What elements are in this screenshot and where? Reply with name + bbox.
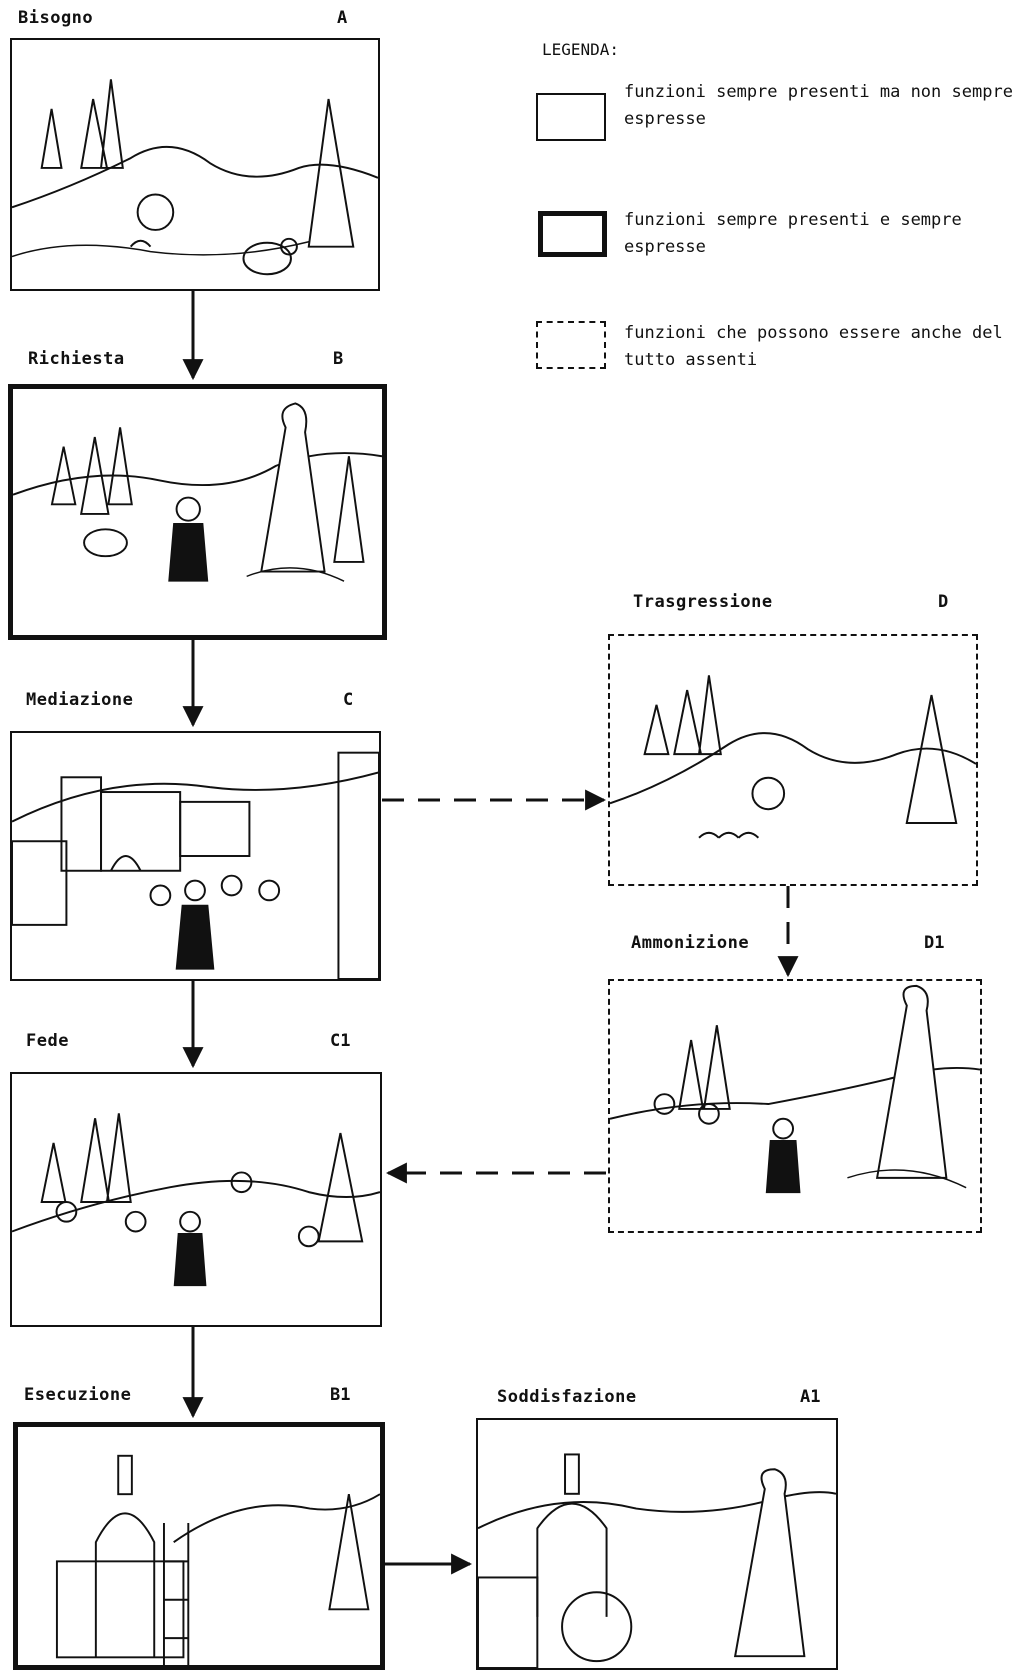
legend-box-normal <box>536 93 606 141</box>
illustration-admonition <box>610 984 980 1194</box>
label-trasgressione: Trasgressione <box>633 592 773 612</box>
legend-box-bold <box>538 211 607 257</box>
panel-richiesta <box>8 384 387 640</box>
code-bisogno: A <box>337 8 348 28</box>
label-ammonizione: Ammonizione <box>631 933 750 953</box>
illustration-church-construction <box>55 1454 380 1665</box>
panel-fede <box>10 1072 382 1327</box>
code-trasgressione: D <box>938 592 949 612</box>
illustration-kneeling-crowd <box>12 1113 380 1287</box>
panel-soddisfazione <box>476 1418 838 1670</box>
code-soddisfazione: A1 <box>800 1387 821 1407</box>
legend-text-dashed: funzioni che possono essere anche del tu… <box>624 323 1003 370</box>
code-ammonizione: D1 <box>924 933 945 953</box>
panel-esecuzione <box>13 1422 385 1670</box>
legend-title: LEGENDA: <box>542 40 620 59</box>
legend-text-bold: funzioni sempre presenti e sempre espres… <box>624 210 962 257</box>
legend-text-normal: funzioni sempre presenti ma non sempre e… <box>624 82 1013 129</box>
panel-trasgressione <box>608 634 978 886</box>
label-richiesta: Richiesta <box>28 349 125 369</box>
label-bisogno: Bisogno <box>18 8 94 28</box>
label-fede: Fede <box>26 1031 69 1051</box>
illustration-village-people <box>12 751 379 979</box>
illustration-completed-church <box>478 1453 836 1668</box>
code-richiesta: B <box>333 349 344 369</box>
illustration-apparition <box>13 402 382 582</box>
illustration-landscape-cow <box>12 79 378 276</box>
legend-box-dashed <box>536 321 606 369</box>
code-mediazione: C <box>343 690 354 710</box>
code-esecuzione: B1 <box>330 1385 351 1405</box>
panel-bisogno <box>10 38 380 291</box>
label-soddisfazione: Soddisfazione <box>497 1387 637 1407</box>
panel-ammonizione <box>608 979 982 1233</box>
label-esecuzione: Esecuzione <box>24 1385 132 1405</box>
illustration-empty-landscape <box>610 675 976 839</box>
panel-mediazione <box>10 731 381 981</box>
code-fede: C1 <box>330 1031 351 1051</box>
label-mediazione: Mediazione <box>26 690 134 710</box>
